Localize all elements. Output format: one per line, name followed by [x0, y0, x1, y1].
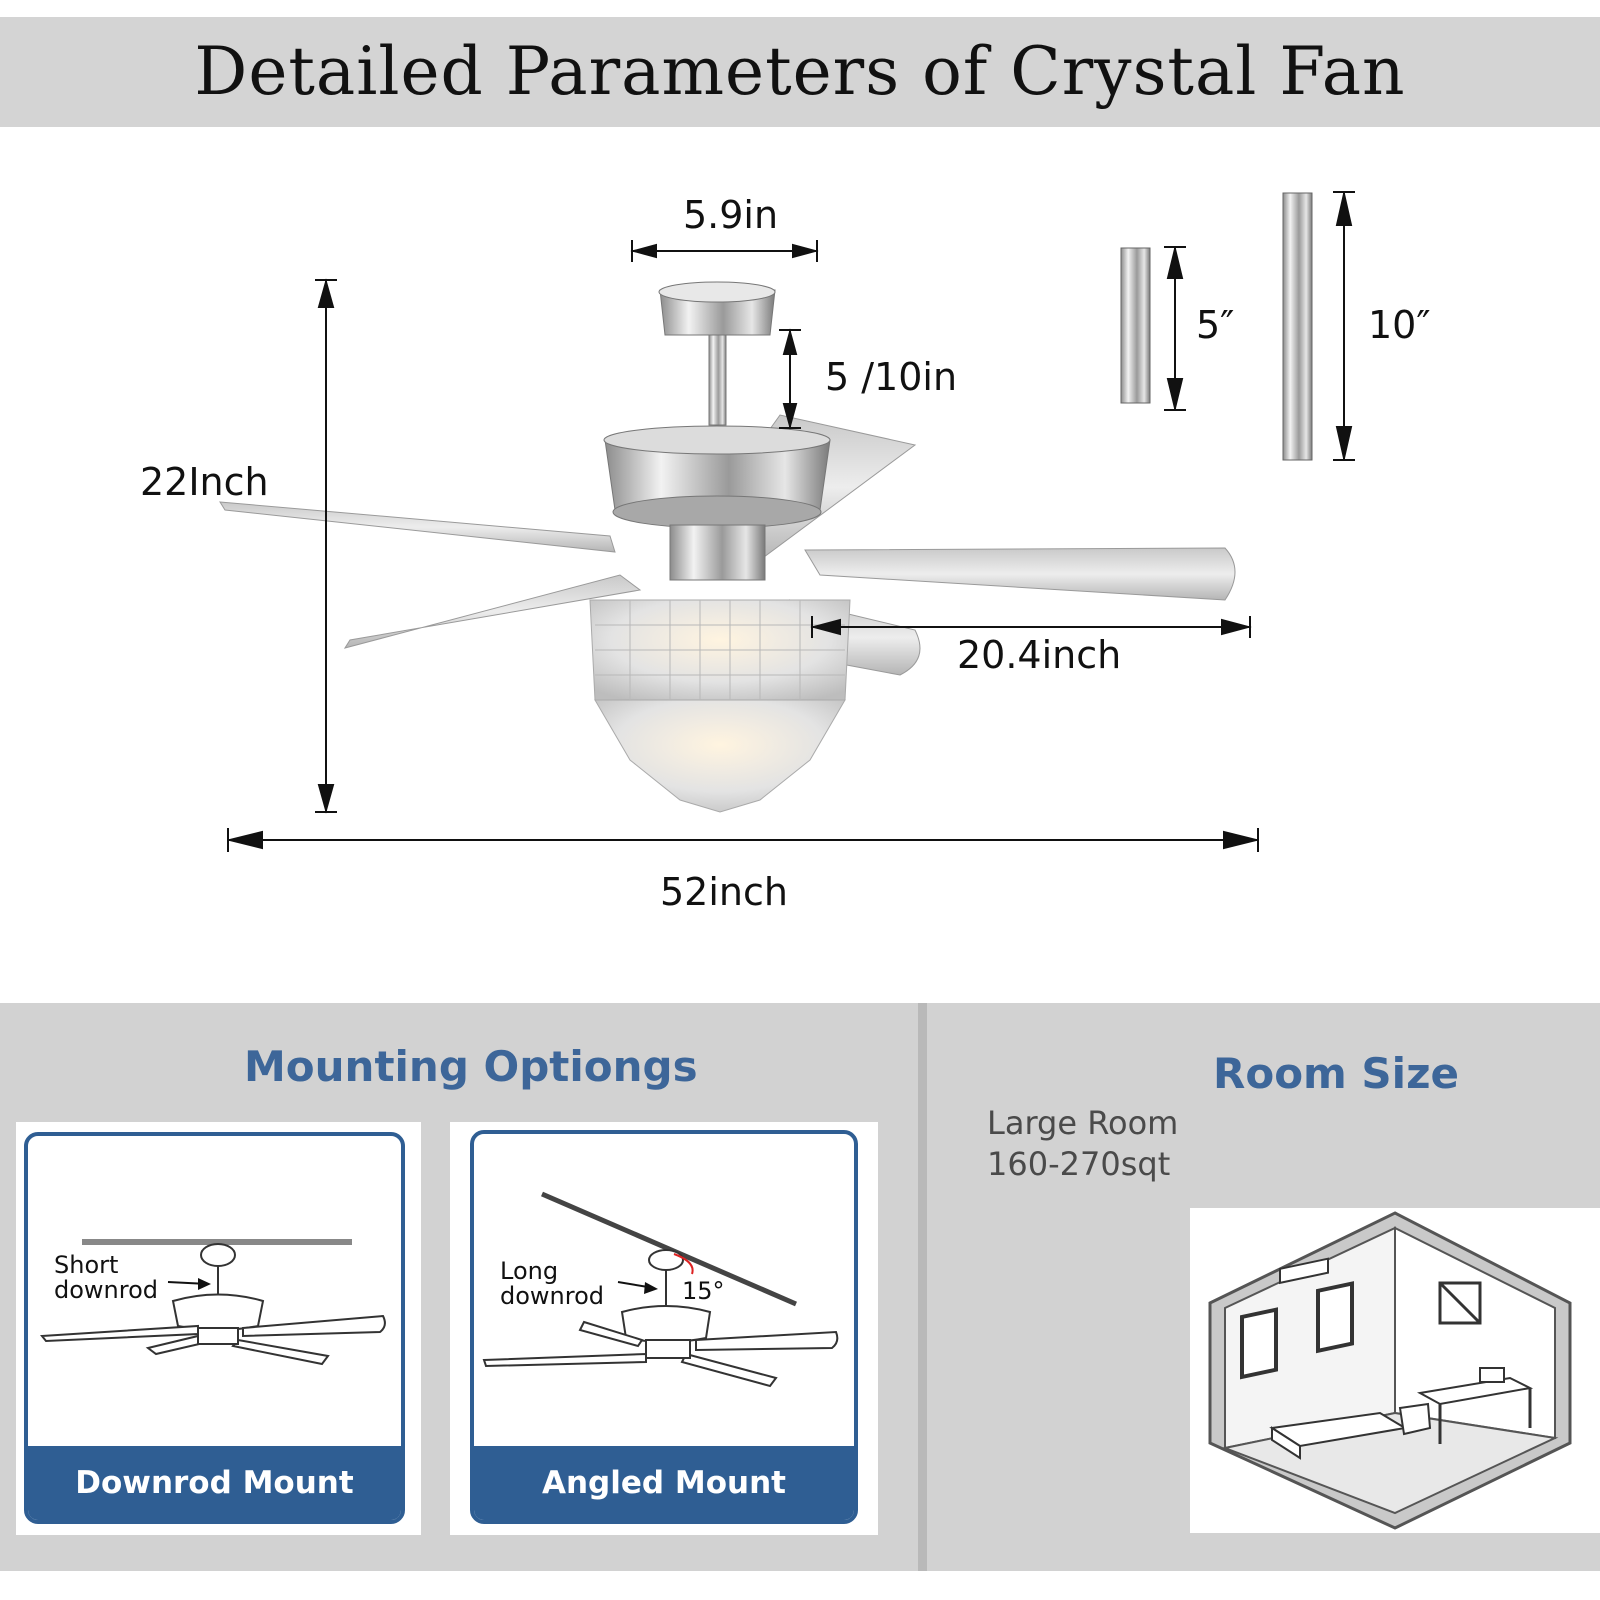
downrod-mount-label: Downrod Mount — [28, 1446, 401, 1520]
downrod-fan-icon — [40, 1239, 386, 1366]
dimension-span: 52inch — [660, 870, 788, 914]
fan-illustration — [219, 191, 1355, 852]
downrod-long — [1282, 192, 1313, 461]
dimension-downrod: 5 /10in — [825, 355, 958, 399]
angled-note: Long downrod — [500, 1257, 605, 1310]
dimension-canopy-width: 5.9in — [683, 193, 779, 237]
angled-mount-card: Long downrod 15° Angled Mount — [470, 1130, 858, 1524]
room-size-label: Large Room — [987, 1104, 1179, 1142]
fan-blade — [804, 547, 1236, 601]
panel-divider — [918, 1003, 927, 1571]
room-size-title: Room Size — [1213, 1049, 1460, 1098]
mounting-title: Mounting Optiongs — [244, 1042, 698, 1091]
fan-blade — [343, 574, 642, 649]
dimension-blade: 20.4inch — [957, 633, 1122, 677]
angled-mount-label: Angled Mount — [474, 1446, 854, 1520]
dimension-rod-long: 10″ — [1368, 303, 1431, 347]
downrod-note: Short downrod — [54, 1251, 159, 1304]
angled-degree: 15° — [682, 1277, 725, 1305]
angled-fan-icon — [482, 1191, 839, 1388]
title-band — [0, 17, 1600, 127]
room-size-value: 160-270sqt — [987, 1145, 1171, 1183]
crystal-drops — [594, 699, 846, 813]
fan-downrod — [708, 334, 727, 426]
downrod-mount-card: Short downrod Downrod Mount — [24, 1132, 405, 1524]
dimension-height: 22Inch — [140, 460, 269, 504]
dimension-rod-short: 5″ — [1196, 303, 1235, 347]
downrod-short — [1120, 247, 1151, 404]
page-title: Detailed Parameters of Crystal Fan — [194, 33, 1406, 110]
room-illustration — [1208, 1211, 1572, 1530]
fan-blade — [219, 501, 616, 553]
